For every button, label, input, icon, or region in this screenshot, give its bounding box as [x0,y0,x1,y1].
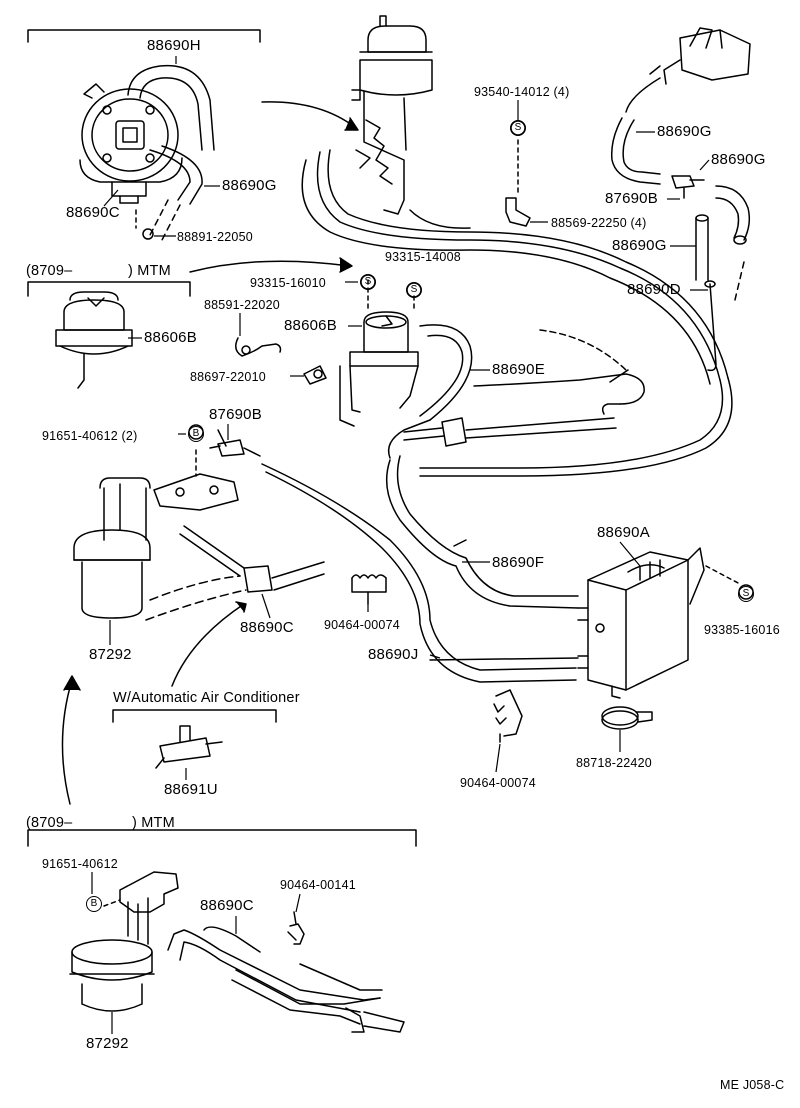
bracket-top-left [27,29,261,43]
label-93315-14008: 93315-14008 [385,250,461,264]
label-87690B-b: 87690B [209,406,262,423]
symbol-b-91651-b: B [86,896,102,912]
tee-87690B-top [671,175,705,199]
auto-ac-label: W/Automatic Air Conditioner [113,690,300,706]
label-88690C-a: 88690C [66,204,120,221]
label-88690J: 88690J [368,646,419,663]
hose-88690C-mid [145,525,325,621]
label-88891-22050: 88891-22050 [177,230,253,244]
hose-connector-center [403,417,617,447]
clamp-90464-a [351,574,387,605]
arrow-to-vsv [261,101,359,131]
label-88690A: 88690A [597,524,650,541]
symbol-b-91651-a: B [188,426,204,442]
charcoal-canister-87292-lower [69,939,155,1012]
clamp-90464-c [287,911,305,945]
tee-88691U [155,725,223,769]
label-88569-22250: 88569-22250 (4) [551,216,647,230]
label-88690C-b: 88690C [240,619,294,636]
hose-88690D [704,280,717,372]
clamp-90464-b [493,689,523,743]
vsv-top-center [351,15,433,215]
arrow-to-88690C [171,601,247,687]
hose-88690G-a [149,145,203,205]
hose-88690H [127,64,215,151]
arrow-to-88606B [189,257,353,273]
bracket-mtm-2 [27,829,417,847]
label-93540-14012: 93540-14012 (4) [474,85,570,99]
hose-88690J [429,657,579,661]
label-93385-16016: 93385-16016 [704,623,780,637]
label-91651-40612-2: 91651-40612 (2) [42,429,138,443]
vacuum-lines [301,149,733,477]
label-88690G-a: 88690G [222,177,277,194]
hose-stub-left [135,199,181,241]
label-88718-22420: 88718-22420 [576,756,652,770]
clip-88718 [601,706,653,730]
label-88690E: 88690E [492,361,545,378]
vacuum-switching-valve-top [79,83,183,204]
mtm2-label: ) MTM [132,815,175,831]
hose-88690G-c [715,185,751,305]
mtm1-code: (8709– [26,263,73,279]
label-88690G-d: 88690G [612,237,667,254]
hose-88690G-b [610,77,661,185]
label-90464-00074-b: 90464-00074 [460,776,536,790]
label-87690B-a: 87690B [605,190,658,207]
vsv-top-right [649,27,751,85]
vacuum-actuator-88606B-left [55,291,133,389]
bracket-plate-lower [103,871,179,945]
symbol-s-93540: S [510,120,526,136]
label-87292-lower: 87292 [86,1035,129,1052]
charcoal-canister-87292-upper [73,477,151,619]
hose-88690G-d [695,214,709,281]
diagram-code: ME J058-C [720,1078,785,1092]
symbol-s-93315-16010: S [360,274,376,290]
canister-88690A [577,547,754,699]
hose-long-87690B [261,463,577,683]
label-88690C-c: 88690C [200,897,254,914]
label-88606B-center: 88606B [284,317,337,334]
bolt-88591 [235,337,282,357]
label-87292-upper: 87292 [89,646,132,663]
tee-87690B-mid [209,429,261,457]
hose-88690F [385,455,579,609]
label-88690G-b: 88690G [657,123,712,140]
symbol-s-93315-14008: S [406,282,422,298]
label-88697-22010: 88697-22010 [190,370,266,384]
label-93315-16010: 93315-16010 [250,276,326,290]
label-88591-22020: 88591-22020 [204,298,280,312]
hose-88690C-lower [167,926,405,1033]
mtm1-label: ) MTM [128,263,171,279]
label-88691U: 88691U [164,781,218,798]
label-88690D: 88690D [627,281,681,298]
label-88690G-c: 88690G [711,151,766,168]
label-88606B-left: 88606B [144,329,197,346]
clip-88697 [303,365,327,385]
label-91651-40612: 91651-40612 [42,857,118,871]
arrow-up-left [61,675,81,805]
mtm2-code: (8709– [26,815,73,831]
bracket-mtm-1 [27,281,191,297]
hose-88690E [387,324,645,459]
label-88690H: 88690H [147,37,201,54]
bracket-auto-ac [112,709,277,723]
label-88690F: 88690F [492,554,545,571]
label-90464-00141: 90464-00141 [280,878,356,892]
label-90464-00074-a: 90464-00074 [324,618,400,632]
symbol-s-93385: S [738,586,754,602]
